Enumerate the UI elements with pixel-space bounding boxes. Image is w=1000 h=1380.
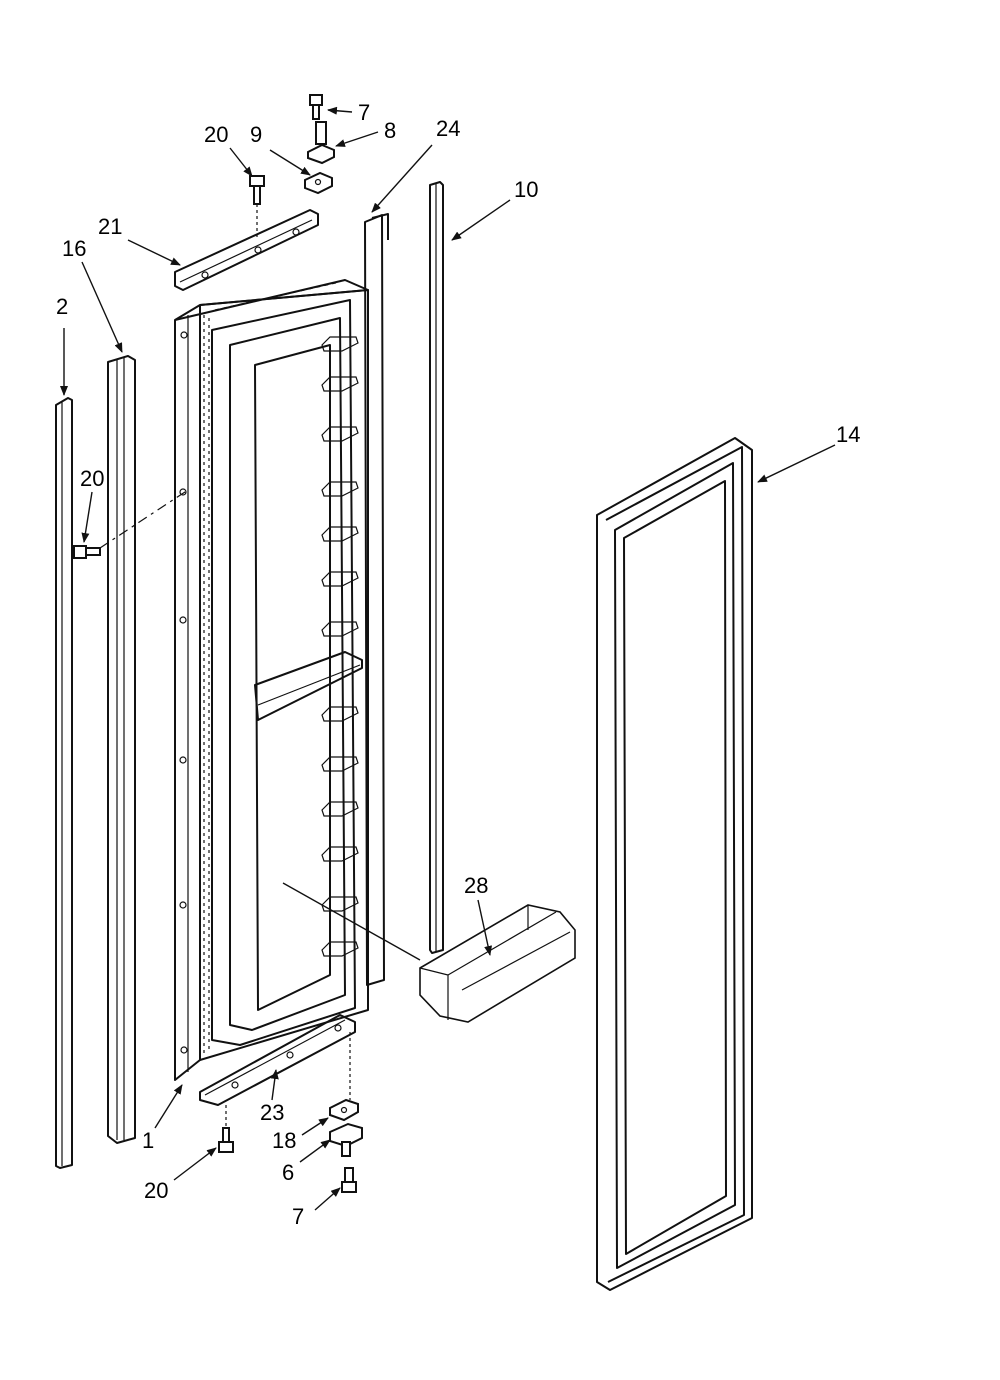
callout-1: 1 bbox=[142, 1128, 154, 1153]
bin-hook bbox=[321, 896, 359, 912]
part-20-side-screw bbox=[73, 545, 101, 559]
bin-hook bbox=[321, 376, 359, 392]
part-2-trim-strip bbox=[55, 397, 73, 1169]
bin-hook bbox=[321, 526, 359, 542]
part-28-door-bin bbox=[419, 904, 576, 1023]
callout-10: 10 bbox=[514, 177, 538, 202]
callout-16: 16 bbox=[62, 236, 86, 261]
callout-8: 8 bbox=[384, 118, 396, 143]
callout-20-top: 20 bbox=[204, 122, 228, 147]
bin-centerline bbox=[282, 882, 421, 961]
part-21-top-bracket bbox=[174, 209, 319, 291]
callout-28: 28 bbox=[464, 873, 488, 898]
part-9-hinge-shim bbox=[304, 171, 333, 195]
callout-7-top: 7 bbox=[358, 100, 370, 125]
part-16-hinge-trim bbox=[107, 355, 136, 1144]
part-7-top-screw bbox=[309, 94, 323, 120]
part-20-bottom-screw bbox=[218, 1105, 234, 1153]
leader-lines bbox=[60, 106, 836, 1211]
callout-23: 23 bbox=[260, 1100, 284, 1125]
bin-hook bbox=[321, 846, 359, 862]
part-18-bottom-shim bbox=[329, 1098, 359, 1122]
callout-20-left: 20 bbox=[80, 466, 104, 491]
callout-7-bottom: 7 bbox=[292, 1204, 304, 1229]
callout-14: 14 bbox=[836, 422, 860, 447]
part-24-side-strip bbox=[371, 213, 389, 240]
callout-18: 18 bbox=[272, 1128, 296, 1153]
part-7-bottom-screw bbox=[341, 1167, 357, 1193]
callout-24: 24 bbox=[436, 116, 460, 141]
bin-hook bbox=[321, 941, 359, 957]
bin-hook bbox=[321, 426, 359, 442]
bin-hook bbox=[321, 756, 359, 772]
callout-2: 2 bbox=[56, 294, 68, 319]
bin-hooks-upper bbox=[321, 336, 359, 957]
bin-hook bbox=[321, 801, 359, 817]
callout-9: 9 bbox=[250, 122, 262, 147]
part-10-vertical-trim bbox=[429, 181, 444, 954]
bin-hook bbox=[321, 571, 359, 587]
part-14-door-gasket bbox=[596, 437, 753, 1291]
screw-centerline-left bbox=[99, 489, 189, 549]
part-23-bottom-bracket bbox=[199, 1014, 356, 1106]
part-8-hinge-pin bbox=[307, 121, 335, 165]
callout-20-bottom: 20 bbox=[144, 1178, 168, 1203]
part-6-bottom-hinge bbox=[329, 1122, 363, 1157]
bin-hook bbox=[321, 621, 359, 637]
part-20-top-screw bbox=[249, 175, 265, 240]
bin-hook bbox=[321, 706, 359, 722]
bin-hook bbox=[321, 336, 359, 352]
bin-hook bbox=[321, 481, 359, 497]
callout-6: 6 bbox=[282, 1160, 294, 1185]
callout-21: 21 bbox=[98, 214, 122, 239]
